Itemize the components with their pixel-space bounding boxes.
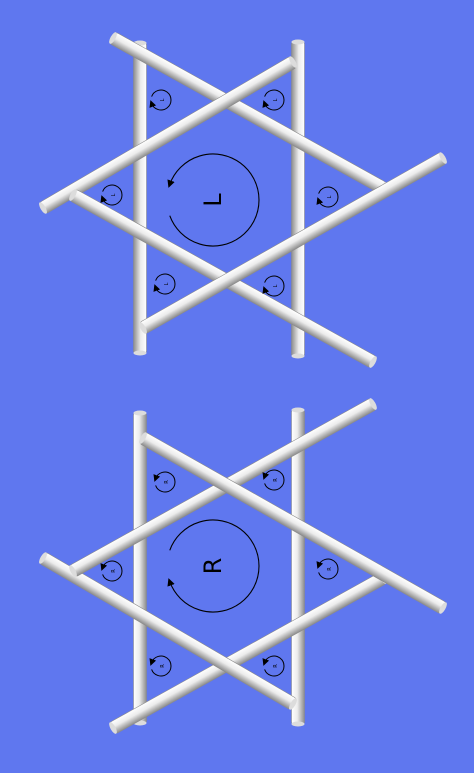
corner-label: R [327,567,333,571]
corner-label: R [160,664,166,668]
rod-vertical-left [134,41,147,356]
corner-label: R [273,478,279,482]
center-label: R [199,558,227,575]
corner-label: R [111,569,117,573]
corner-label: R [164,480,170,484]
corner-label: L [111,193,117,196]
corner-label: L [164,282,170,285]
corner-label: L [160,98,166,101]
corner-label: L [273,284,279,287]
corner-label: L [273,98,279,101]
corner-label: L [327,195,333,198]
rod-vertical-left [134,411,147,726]
corner-label: R [273,664,279,668]
center-label: L [199,193,227,207]
